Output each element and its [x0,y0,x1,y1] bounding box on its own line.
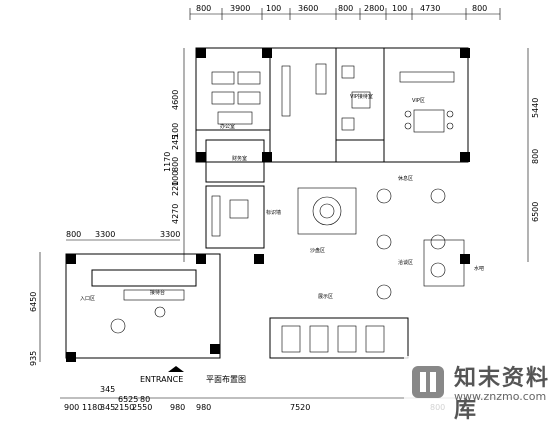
left-vertical-dimensions: 4600 100 245 1170 800 100 220 4270 [163,48,185,262]
dim-r-1: 800 [531,149,540,164]
dim-top-0: 800 [196,4,211,13]
top-dimension-chain: 800 3900 100 3600 800 2800 100 4730 800 [189,4,501,20]
entrance-wing: 800 3300 3300 6450 935 接待台 入口区 [29,230,221,366]
dim-bottom-4: 2550 [132,403,152,412]
label-vip-room: VIP接待室 [350,93,373,100]
dim-v-6: 220 [171,181,180,196]
dim-mid-2: 3300 [160,230,180,239]
dim-r-2: 6500 [531,202,540,222]
dim-top-1: 3900 [230,4,250,13]
upper-wing [195,47,470,163]
dim-top-4: 800 [338,4,353,13]
dim-bottom-8: 7520 [290,403,310,412]
dim-bottom-7: 980 [196,403,211,412]
dim-top-2: 100 [266,4,281,13]
dim-r-0: 5440 [531,98,540,118]
dim-top-6: 100 [392,4,407,13]
dim-v-3: 1170 [163,152,172,172]
label-reception: 接待台 [150,289,165,296]
dim-bottom-2: 345 [100,403,115,412]
label-lounge: 休息区 [398,175,413,182]
dim-bottom-sub-0: 345 [100,385,115,394]
right-vertical-dimensions: 5440 800 6500 [527,48,540,262]
dim-bottom-sub-1: 6525 [118,395,138,404]
dim-v-5: 100 [171,171,180,186]
dim-v-0: 4600 [171,90,180,110]
label-finance: 财务室 [232,155,247,162]
dim-top-3: 3600 [298,4,318,13]
entrance-marker: ENTRANCE 平面布置图 [140,366,246,384]
label-office: 办公室 [220,123,235,130]
label-vip-area: VIP区 [412,98,425,104]
lounge-tables: 休息区 洽谈区 水吧 [376,175,484,300]
plan-title: 平面布置图 [206,374,246,384]
dim-top-8: 800 [472,4,487,13]
display-cabinets [269,317,409,359]
dim-bottom-5: 980 [170,403,185,412]
dim-bottom-3: 2150 [114,403,134,412]
dim-v-1: 100 [171,123,180,138]
label-entrance-area: 入口区 [80,296,95,302]
label-water-bar: 水吧 [474,265,484,272]
dim-fl-1: 935 [29,351,38,366]
dim-fl-0: 6450 [29,292,38,312]
label-sign: 标识墙 [266,209,281,216]
dim-bottom-0: 900 [64,403,79,412]
dim-top-7: 4730 [420,4,440,13]
dim-bottom-sub-2: 80 [140,395,150,404]
dim-mid-0: 800 [66,230,81,239]
vip-rooms: VIP接待室 VIP区 [315,63,455,133]
dim-bottom-1: 1180 [82,403,102,412]
dim-v-2: 245 [171,135,180,150]
dim-v-7: 4270 [171,204,180,224]
watermark-logo-icon [412,366,444,398]
dim-top-5: 2800 [364,4,384,13]
model-area: 沙盘区 展示区 [297,187,357,300]
watermark-url: www.znzmo.com [454,390,547,403]
watermark: 知末资料库 www.znzmo.com [404,356,554,423]
watermark-name: 知末资料库 [454,366,551,423]
entrance-label: ENTRANCE [140,375,183,384]
label-display: 展示区 [318,294,333,300]
label-consult: 洽谈区 [398,259,413,266]
office-furniture: 办公室 [211,65,291,130]
finance-rooms: 财务室 标识墙 [196,139,281,264]
dim-v-4: 800 [171,157,180,172]
dim-mid-1: 3300 [95,230,115,239]
label-model: 沙盘区 [310,247,325,254]
